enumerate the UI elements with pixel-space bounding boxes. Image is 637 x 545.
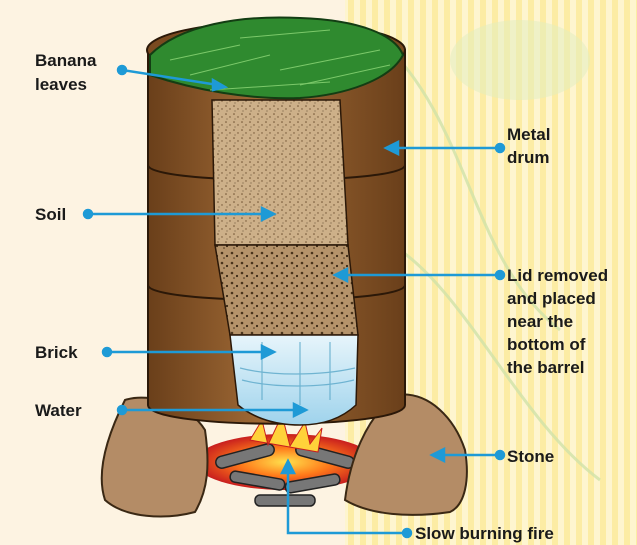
label-lid-line3: near the (507, 312, 573, 331)
label-metal-drum-line2: drum (507, 148, 550, 167)
label-stone: Stone (507, 447, 554, 466)
label-lid-line1: Lid removed (507, 266, 608, 285)
label-slow-burning-fire: Slow burning fire (415, 524, 554, 543)
label-banana-leaves-line2: leaves (35, 75, 87, 94)
label-soil: Soil (35, 205, 66, 224)
label-water: Water (35, 401, 82, 420)
label-lid-line4: bottom of (507, 335, 586, 354)
label-metal-drum-line1: Metal (507, 125, 550, 144)
label-brick: Brick (35, 343, 78, 362)
label-banana-leaves-line1: Banana (35, 51, 97, 70)
label-lid-line5: the barrel (507, 358, 584, 377)
label-lid-line2: and placed (507, 289, 596, 308)
